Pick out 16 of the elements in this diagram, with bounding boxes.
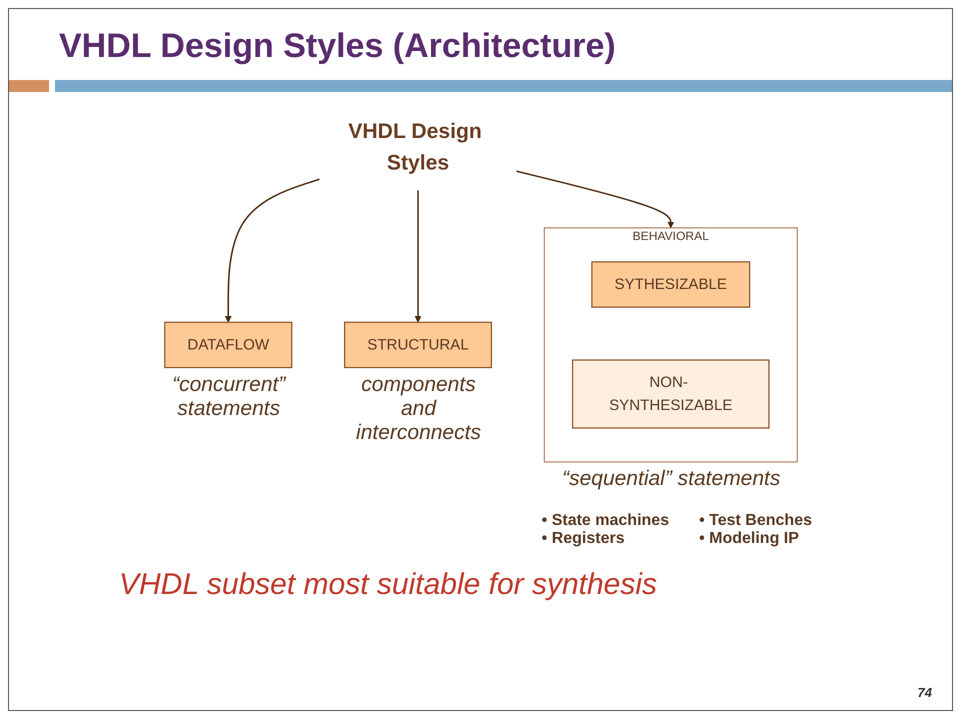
node-box: SYTHESIZABLE (590, 261, 750, 308)
arrow (414, 190, 421, 323)
arrow (516, 170, 674, 228)
node-box: STRUCTURAL (344, 322, 492, 368)
bullet-item: • Test Benches (699, 512, 812, 530)
node-box: NON- SYNTHESIZABLE (572, 359, 769, 429)
bullet-item: • State machines (542, 512, 670, 530)
slide-title: VHDL Design Styles (Architecture) (59, 27, 616, 66)
bullet-item: • Modeling IP (699, 530, 799, 548)
page-number: 74 (918, 685, 932, 700)
node-box: DATAFLOW (164, 322, 292, 368)
node-text: VHDL Design Styles (348, 119, 482, 174)
arrow (224, 178, 320, 323)
node-caption: “sequential” statements (562, 466, 780, 491)
bullet-item: • Registers (542, 530, 625, 548)
note-text: VHDL subset most suitable for synthesis (119, 568, 658, 602)
